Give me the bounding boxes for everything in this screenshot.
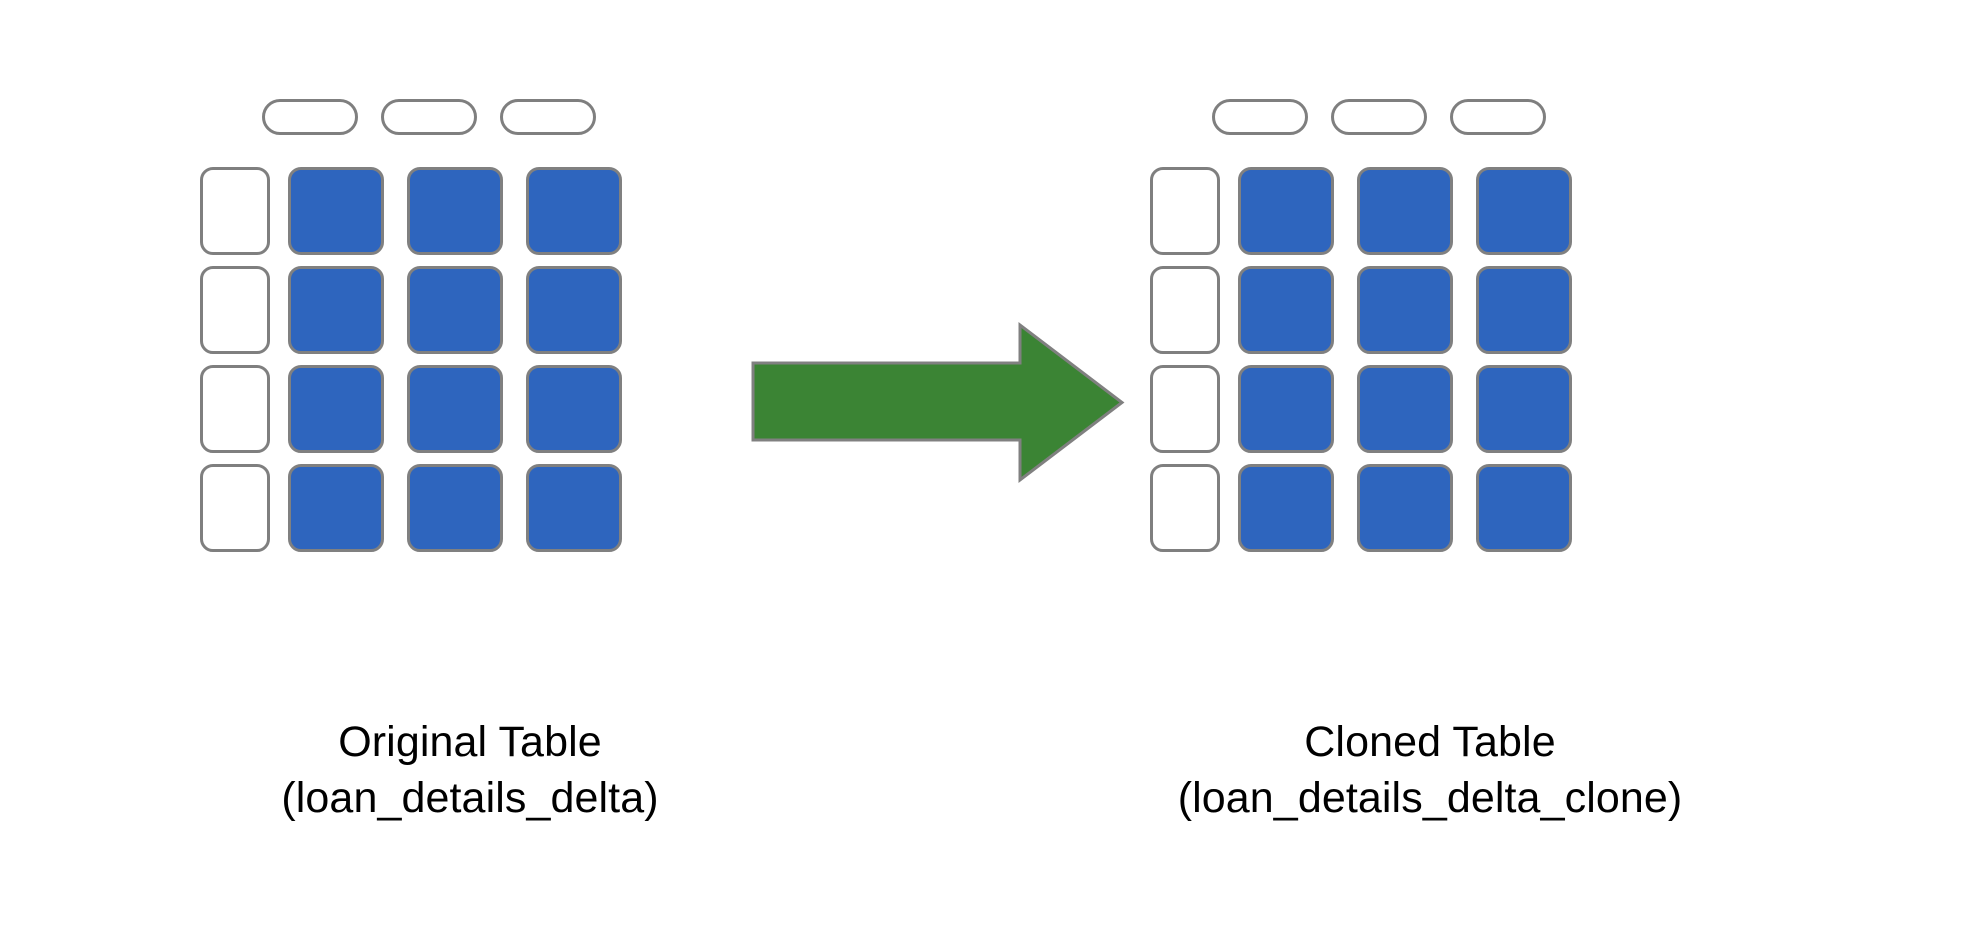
- data-cell: [407, 464, 503, 552]
- data-cell: [407, 266, 503, 354]
- row-label-cell: [200, 266, 270, 354]
- table-row: [200, 464, 622, 552]
- row-label-cell: [200, 167, 270, 255]
- table-row: [1150, 464, 1572, 552]
- data-cell: [1357, 167, 1453, 255]
- row-label-cell: [200, 365, 270, 453]
- table-row: [1150, 167, 1572, 255]
- header-pill-3: [1450, 99, 1546, 135]
- table-row: [200, 167, 622, 255]
- data-cell: [1238, 266, 1334, 354]
- clone-arrow-icon: [751, 321, 1125, 484]
- data-cell: [1476, 464, 1572, 552]
- header-pill-2: [381, 99, 477, 135]
- data-cell: [288, 167, 384, 255]
- header-pill-2: [1331, 99, 1427, 135]
- cloned-table-caption-line1: Cloned Table: [1304, 718, 1556, 766]
- row-label-cell: [1150, 266, 1220, 354]
- original-table-node: Original Table (loan_details_delta): [200, 0, 740, 926]
- clone-arrow-shape: [751, 321, 1125, 484]
- data-cell: [1357, 464, 1453, 552]
- cloned-table-node: Cloned Table (loan_details_delta_clone): [1150, 0, 1710, 926]
- data-cell: [526, 266, 622, 354]
- data-cell: [526, 464, 622, 552]
- table-row: [1150, 365, 1572, 453]
- original-table-caption-line1: Original Table: [338, 718, 602, 766]
- data-cell: [407, 365, 503, 453]
- data-cell: [1357, 365, 1453, 453]
- cloned-table-body: [1150, 167, 1572, 552]
- header-pill-1: [262, 99, 358, 135]
- cloned-table-caption: Cloned Table (loan_details_delta_clone): [1150, 715, 1710, 827]
- data-cell: [1476, 167, 1572, 255]
- original-table-body: [200, 167, 622, 552]
- data-cell: [288, 266, 384, 354]
- row-label-cell: [1150, 365, 1220, 453]
- data-cell: [288, 464, 384, 552]
- data-cell: [1238, 464, 1334, 552]
- data-cell: [1238, 365, 1334, 453]
- data-cell: [1476, 365, 1572, 453]
- data-cell: [1238, 167, 1334, 255]
- data-cell: [1476, 266, 1572, 354]
- table-row: [200, 365, 622, 453]
- cloned-table-header-row: [1212, 99, 1546, 135]
- data-cell: [407, 167, 503, 255]
- original-table-header-row: [262, 99, 596, 135]
- table-row: [200, 266, 622, 354]
- original-table-caption-line2: (loan_details_delta): [281, 773, 659, 822]
- row-label-cell: [1150, 167, 1220, 255]
- data-cell: [1357, 266, 1453, 354]
- table-row: [1150, 266, 1572, 354]
- cloned-table-caption-line2: (loan_details_delta_clone): [1177, 773, 1683, 822]
- header-pill-1: [1212, 99, 1308, 135]
- row-label-cell: [200, 464, 270, 552]
- header-pill-3: [500, 99, 596, 135]
- clone-arrow: [750, 320, 1125, 485]
- row-label-cell: [1150, 464, 1220, 552]
- original-table-caption: Original Table (loan_details_delta): [200, 715, 740, 827]
- data-cell: [526, 167, 622, 255]
- data-cell: [526, 365, 622, 453]
- data-cell: [288, 365, 384, 453]
